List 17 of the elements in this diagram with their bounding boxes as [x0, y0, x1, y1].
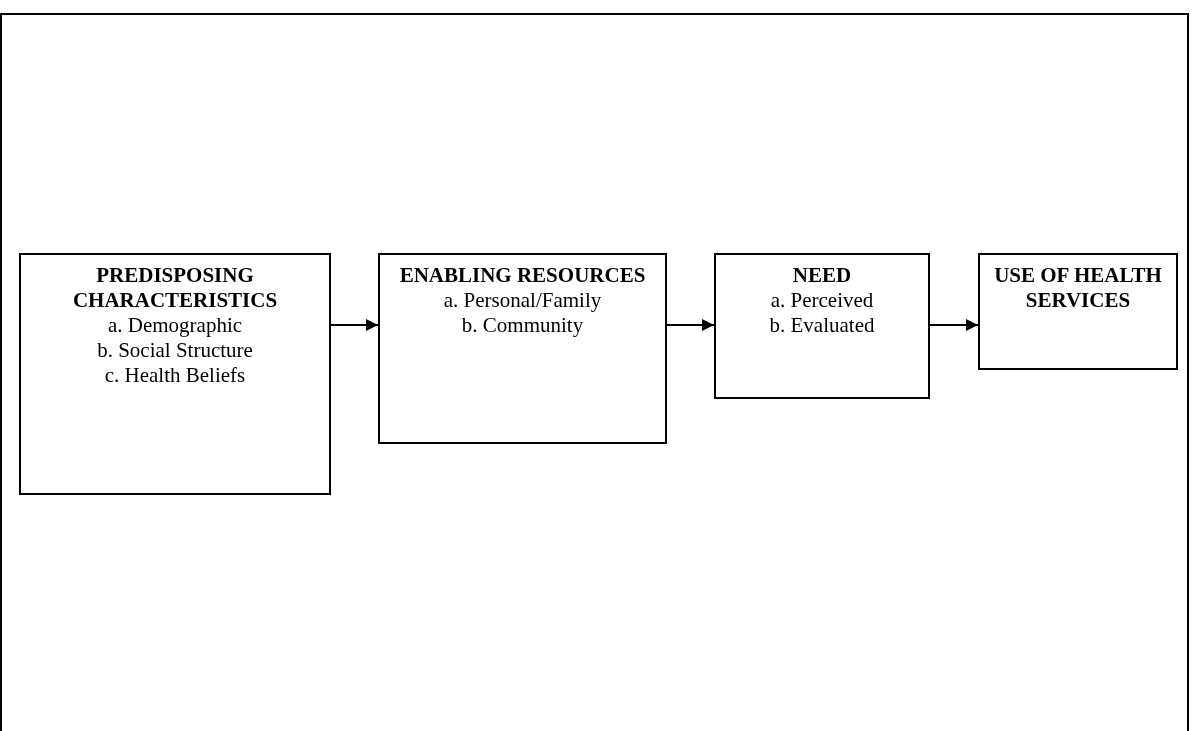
list-item: c. Health Beliefs [103, 363, 247, 388]
box-heading: ENABLING RESOURCES [398, 263, 647, 288]
arrow [330, 319, 379, 331]
arrow [666, 319, 715, 331]
process-box [378, 253, 667, 444]
process-box [978, 253, 1178, 370]
list-item: a. Demographic [106, 313, 244, 338]
arrow [929, 319, 979, 331]
process-box [19, 253, 331, 495]
list-item: a. Perceived [769, 288, 875, 313]
box-heading: USE OF HEALTH SERVICES [993, 263, 1163, 313]
box-heading: NEED [791, 263, 853, 288]
list-item: b. Evaluated [768, 313, 876, 338]
list-item: b. Community [460, 313, 585, 338]
list-item: a. Personal/Family [442, 288, 603, 313]
list-item: b. Social Structure [96, 338, 254, 363]
process-box [714, 253, 930, 399]
